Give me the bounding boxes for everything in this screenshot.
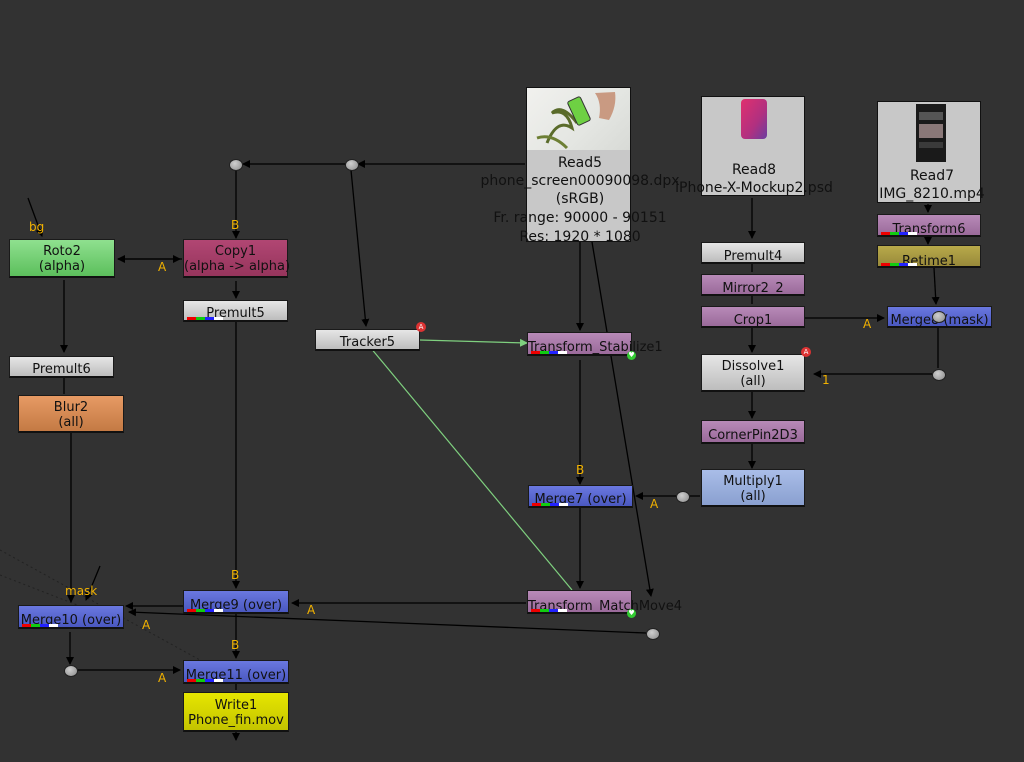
merge7-node[interactable]: Merge7 (over) xyxy=(528,485,633,508)
pin-label-a: A xyxy=(142,618,151,632)
mirror2-2-title: Mirror2_2 xyxy=(722,281,784,296)
read5-node[interactable] xyxy=(526,87,631,242)
merge9-node[interactable]: Merge9 (over) xyxy=(183,590,289,614)
blur2-sub: (all) xyxy=(58,415,84,430)
edge xyxy=(27,197,44,237)
cornerpin2d3-title: CornerPin2D3 xyxy=(708,428,798,443)
pin-label-a: A xyxy=(158,260,167,274)
dissolve1-title: Dissolve1 xyxy=(721,359,785,374)
read8-file: iPhone-X-Mockup2.psd xyxy=(675,180,833,196)
read8-title: Read8 xyxy=(731,162,777,178)
alert-badge-icon: A xyxy=(416,322,426,332)
read5-thumbnail xyxy=(527,88,630,150)
merge10-channels xyxy=(22,624,58,627)
edge xyxy=(84,565,101,601)
transform-stabilize1-node[interactable]: Transform_Stabilize1 xyxy=(527,332,663,356)
multiply1-sub: (all) xyxy=(740,489,766,504)
merge11-node[interactable]: Merge11 (over) xyxy=(183,660,289,684)
pin-label-b: B xyxy=(231,218,240,232)
roto2-sub: (alpha) xyxy=(38,259,86,274)
pin-label-a: A xyxy=(158,671,167,685)
premult5-channels xyxy=(187,317,223,320)
pin-label-b: B xyxy=(576,463,585,477)
retime1-node[interactable]: Retime1 xyxy=(877,245,981,269)
merge10-node[interactable]: Merge10 (over) xyxy=(18,605,124,629)
multiply1-title: Multiply1 xyxy=(723,474,783,489)
roto2-node[interactable]: Roto2 (alpha) xyxy=(9,239,115,278)
tracker-link xyxy=(419,338,528,347)
dot-node[interactable] xyxy=(932,311,946,323)
alert-badge-icon: A xyxy=(801,347,811,357)
merge11-channels xyxy=(187,679,223,682)
cornerpin2d3-node[interactable]: CornerPin2D3 xyxy=(701,420,805,444)
heart-icon: ♥ xyxy=(627,351,636,360)
read7-title: Read7 xyxy=(909,168,955,184)
pin-label-a: A xyxy=(863,317,872,331)
edge xyxy=(128,608,647,634)
copy1-sub: (alpha -> alpha) xyxy=(184,259,291,274)
dotted-link xyxy=(0,549,201,661)
dissolve1-sub: (all) xyxy=(740,374,766,389)
merge9-channels xyxy=(187,609,223,612)
blur2-title: Blur2 xyxy=(53,400,89,415)
merge7-channels xyxy=(532,503,568,506)
transform-matchmove4-channels xyxy=(531,609,567,612)
dot-node[interactable] xyxy=(646,628,660,640)
transform-matchmove4-node[interactable]: Transform_MatchMove4 xyxy=(527,590,682,614)
pin-label-bg: bg xyxy=(29,220,45,234)
read7-file: IMG_8210.mp4 xyxy=(879,186,985,202)
tracker5-node[interactable]: Tracker5 xyxy=(315,329,420,351)
tracker-link xyxy=(369,346,573,591)
premult4-node[interactable]: Premult4 xyxy=(701,242,805,264)
edge xyxy=(591,241,654,597)
dot-node[interactable] xyxy=(676,491,690,503)
retime1-channels xyxy=(881,263,917,266)
read8-thumbnail xyxy=(702,97,804,157)
write1-node[interactable]: Write1 Phone_fin.mov xyxy=(183,692,289,732)
read5-file: phone_screen00090098.dpx xyxy=(480,173,680,189)
read5-colorspace: (sRGB) xyxy=(555,191,605,207)
dotted-link xyxy=(0,574,91,611)
read5-frame-range: Fr. range: 90000 - 90151 xyxy=(493,210,667,226)
premult5-node[interactable]: Premult5 xyxy=(183,300,288,322)
heart-icon: ♥ xyxy=(627,609,636,618)
dot-node[interactable] xyxy=(229,159,243,171)
dissolve1-node[interactable]: Dissolve1 (all) xyxy=(701,354,805,392)
crop1-node[interactable]: Crop1 xyxy=(701,306,805,328)
mirror2-2-node[interactable]: Mirror2_2 xyxy=(701,274,805,296)
retime1-title: Retime1 xyxy=(901,254,957,269)
copy1-title: Copy1 xyxy=(214,244,257,259)
pin-label-mask: mask xyxy=(65,584,98,598)
dot-node[interactable] xyxy=(932,369,946,381)
pin-label-a: A xyxy=(650,497,659,511)
blur2-node[interactable]: Blur2 (all) xyxy=(18,395,124,433)
write1-title: Write1 xyxy=(214,698,258,713)
transform-stabilize1-channels xyxy=(531,351,567,354)
tracker5-title: Tracker5 xyxy=(339,335,396,350)
read5-resolution: Res: 1920 * 1080 xyxy=(519,229,641,245)
edge xyxy=(931,267,940,305)
pin-label-one: 1 xyxy=(822,373,830,387)
pin-label-b: B xyxy=(231,568,240,582)
roto2-title: Roto2 xyxy=(43,244,81,259)
read5-title: Read5 xyxy=(557,155,603,171)
write1-sub: Phone_fin.mov xyxy=(188,713,284,728)
read8-node[interactable] xyxy=(701,96,805,196)
multiply1-node[interactable]: Multiply1 (all) xyxy=(701,469,805,507)
transform6-node[interactable]: Transform6 xyxy=(877,214,981,237)
premult4-title: Premult4 xyxy=(723,249,783,264)
read7-node[interactable] xyxy=(877,101,981,203)
transform6-channels xyxy=(881,232,917,235)
dot-node[interactable] xyxy=(64,665,78,677)
read7-thumbnail xyxy=(878,102,980,167)
copy1-node[interactable]: Copy1 (alpha -> alpha) xyxy=(183,239,291,278)
pin-label-b: B xyxy=(231,638,240,652)
pin-label-a: A xyxy=(307,603,316,617)
crop1-title: Crop1 xyxy=(733,313,773,328)
edge xyxy=(350,169,370,327)
dot-node[interactable] xyxy=(345,159,359,171)
premult6-node[interactable]: Premult6 xyxy=(9,356,114,378)
premult6-title: Premult6 xyxy=(32,362,91,377)
